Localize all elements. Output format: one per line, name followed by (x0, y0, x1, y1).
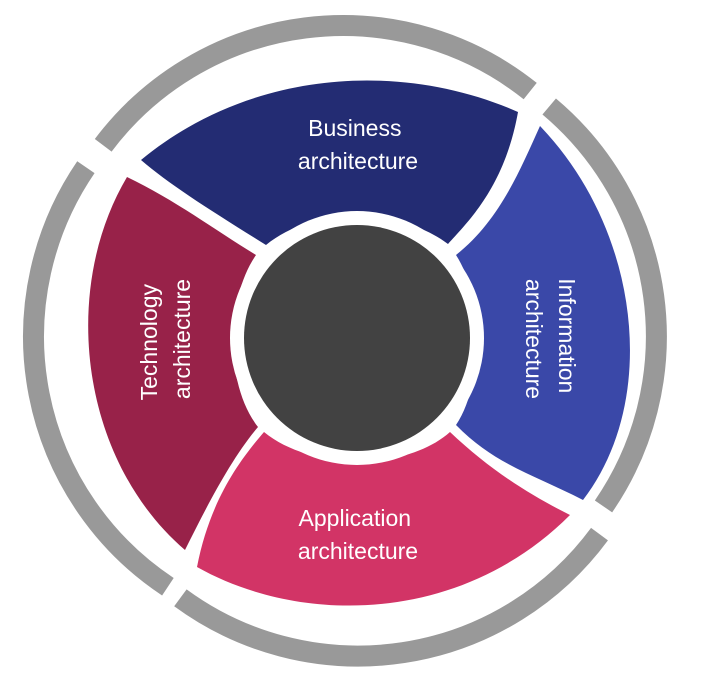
application-label-line1: Application (299, 505, 412, 531)
information-label-line1: Information (554, 278, 580, 393)
application-label: Application architecture (298, 505, 418, 564)
business-label-line2: architecture (298, 148, 418, 174)
segment-technology (88, 177, 258, 550)
segment-business (141, 80, 518, 245)
outer-ring (23, 15, 667, 667)
technology-label: Technology architecture (136, 278, 195, 401)
business-label-line1: Business (308, 115, 401, 141)
technology-label-line2: architecture (169, 279, 195, 399)
business-label: Business architecture (298, 115, 418, 174)
segment-application (197, 432, 570, 606)
application-label-line2: architecture (298, 538, 418, 564)
outer-ring-arc-bottom (174, 527, 608, 667)
segments (88, 80, 630, 606)
information-label-line2: architecture (521, 279, 547, 399)
outer-ring-arc-right (542, 98, 667, 513)
outer-ring-arc-left (23, 161, 174, 596)
technology-label-line1: Technology (136, 284, 162, 401)
information-label: Information architecture (521, 278, 580, 399)
center-circle (244, 225, 470, 451)
segment-information (456, 126, 630, 500)
outer-ring-arc-top (94, 15, 537, 152)
